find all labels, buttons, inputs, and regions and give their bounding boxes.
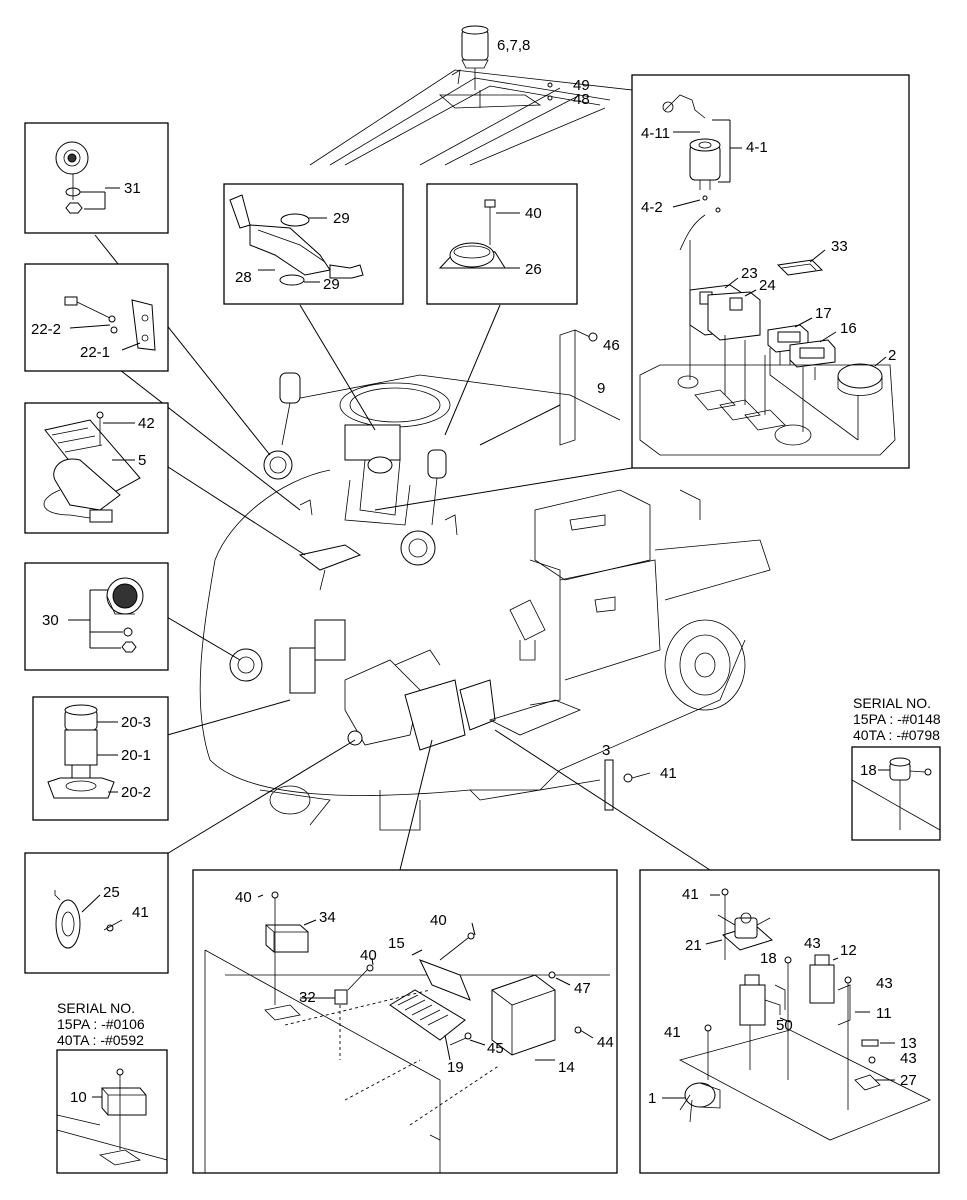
box-25-41 — [24, 852, 169, 974]
label-28: 28 — [235, 269, 252, 286]
box-contactors — [639, 869, 940, 1174]
label-43-c: 43 — [900, 1050, 917, 1067]
serial-note-right: SERIAL NO. 15PA : -#0148 40TA : -#0798 — [853, 695, 941, 743]
label-24: 24 — [759, 277, 776, 294]
label-43-b: 43 — [876, 975, 893, 992]
label-5: 5 — [138, 452, 146, 469]
serial-left-line1: 15PA : -#0106 — [57, 1016, 145, 1032]
box-20 — [32, 696, 169, 821]
label-23: 23 — [741, 265, 758, 282]
label-49: 49 — [573, 77, 590, 94]
box-40-26 — [426, 183, 578, 305]
serial-left-line2: 40TA : -#0592 — [57, 1032, 144, 1048]
label-42: 42 — [138, 415, 155, 432]
truck-body — [199, 25, 771, 831]
label-22-1: 22-1 — [80, 344, 110, 361]
box-30 — [24, 562, 169, 671]
box-31 — [24, 122, 169, 234]
label-31: 31 — [124, 180, 141, 197]
serial-right-title: SERIAL NO. — [853, 695, 931, 711]
label-4-11: 4-11 — [641, 125, 670, 142]
label-18-serial: 18 — [860, 762, 877, 779]
box-10 — [56, 1049, 168, 1174]
label-18-contactor: 18 — [760, 950, 777, 967]
label-30: 30 — [42, 612, 59, 629]
label-2: 2 — [888, 347, 896, 364]
label-3: 3 — [602, 742, 610, 759]
serial-right-line1: 15PA : -#0148 — [853, 711, 941, 727]
label-32: 32 — [299, 989, 316, 1006]
label-40-panel-b: 40 — [430, 912, 447, 929]
box-28-29 — [223, 183, 404, 305]
label-45: 45 — [487, 1040, 504, 1057]
box-dash-panel — [631, 74, 910, 469]
label-29-bottom: 29 — [323, 276, 340, 293]
label-27: 27 — [900, 1072, 917, 1089]
label-40-top: 40 — [525, 205, 542, 222]
label-4-2: 4-2 — [641, 199, 663, 216]
part-labels: 6,7,8 49 48 4-11 4-1 4-2 33 23 24 17 16 … — [31, 37, 917, 1107]
label-12: 12 — [840, 942, 857, 959]
label-41-contactor-b: 41 — [664, 1024, 681, 1041]
serial-right-line2: 40TA : -#0798 — [853, 727, 940, 743]
label-26: 26 — [525, 261, 542, 278]
box-controller-panel — [192, 869, 618, 1174]
label-21: 21 — [685, 937, 702, 954]
label-41-main: 41 — [660, 765, 677, 782]
label-20-2: 20-2 — [121, 784, 151, 801]
label-20-3: 20-3 — [121, 714, 151, 731]
label-22-2: 22-2 — [31, 321, 61, 338]
box-5-42 — [24, 402, 169, 534]
label-41-horn: 41 — [132, 904, 149, 921]
label-47: 47 — [574, 980, 591, 997]
label-29-top: 29 — [333, 210, 350, 227]
label-40-panel-a: 40 — [235, 889, 252, 906]
serial-note-left: SERIAL NO. 15PA : -#0106 40TA : -#0592 — [57, 1000, 145, 1048]
label-14: 14 — [558, 1059, 575, 1076]
label-46: 46 — [603, 337, 620, 354]
label-44: 44 — [597, 1034, 614, 1051]
label-25: 25 — [103, 884, 120, 901]
label-43-a: 43 — [804, 935, 821, 952]
label-10: 10 — [70, 1089, 87, 1106]
label-15: 15 — [388, 935, 405, 952]
label-4-1: 4-1 — [746, 139, 768, 156]
label-19: 19 — [447, 1059, 464, 1076]
box-18 — [851, 746, 941, 841]
label-13: 13 — [900, 1035, 917, 1052]
label-1: 1 — [648, 1090, 656, 1107]
label-11: 11 — [876, 1005, 892, 1022]
label-33: 33 — [831, 238, 848, 255]
label-16: 16 — [840, 320, 857, 337]
label-50: 50 — [776, 1017, 793, 1034]
serial-left-title: SERIAL NO. — [57, 1000, 135, 1016]
label-34: 34 — [319, 909, 336, 926]
label-17: 17 — [815, 305, 832, 322]
label-9: 9 — [597, 380, 605, 397]
label-48: 48 — [573, 91, 590, 108]
box-22 — [24, 263, 169, 372]
label-40-panel-c: 40 — [360, 947, 377, 964]
label-41-contactor-a: 41 — [682, 886, 699, 903]
label-20-1: 20-1 — [121, 747, 151, 764]
leader-lines — [94, 234, 711, 871]
label-6-7-8: 6,7,8 — [497, 37, 530, 54]
